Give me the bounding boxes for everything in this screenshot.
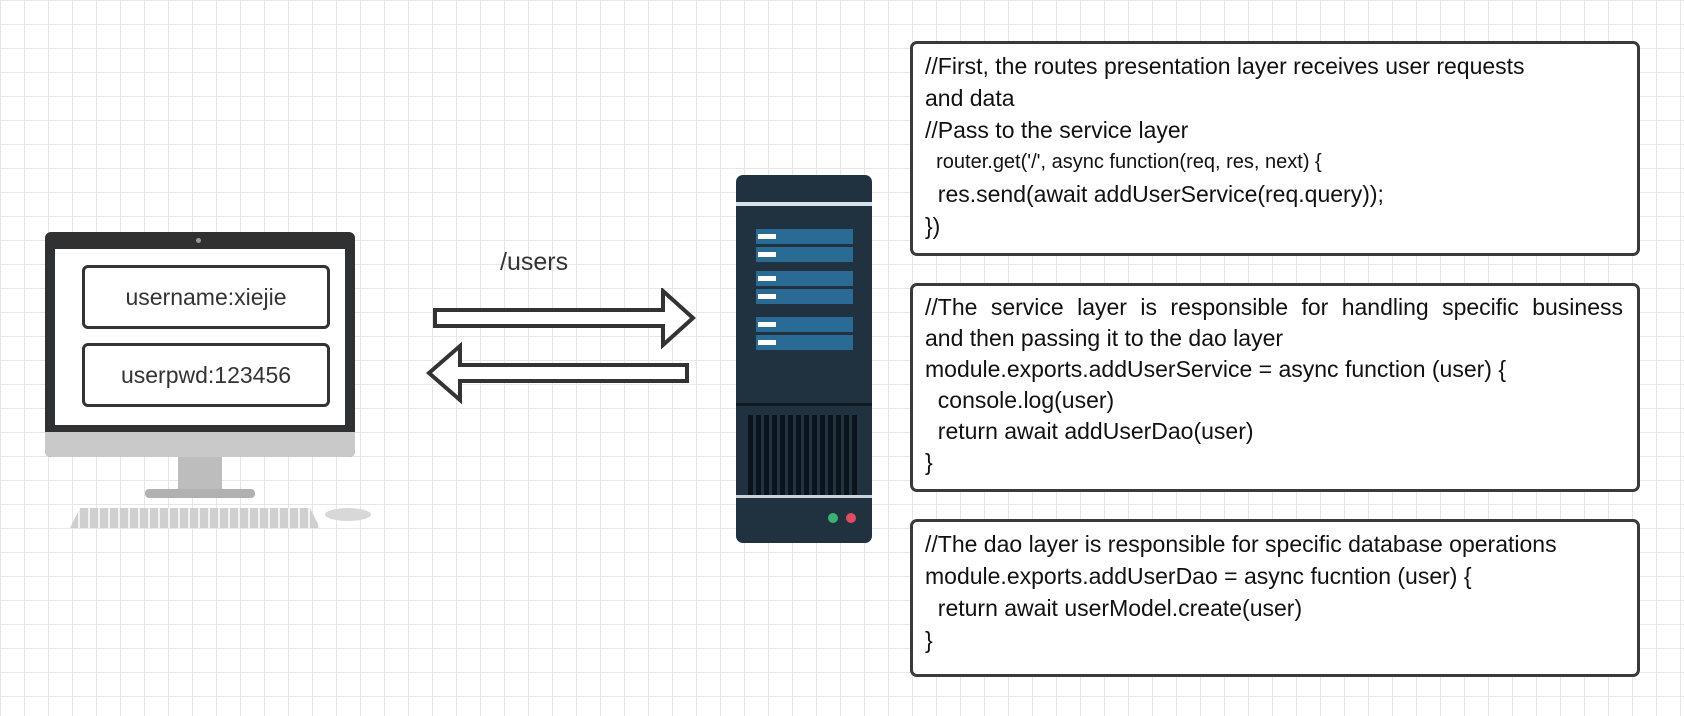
mouse-icon <box>325 508 371 521</box>
request-arrow-icon <box>433 288 696 350</box>
server-drive-bar <box>756 289 853 304</box>
service-layer-box: //The service layer is responsible for h… <box>910 283 1640 492</box>
server-mid-divider <box>736 403 872 406</box>
request-response-arrows <box>425 288 696 405</box>
client-computer: username:xiejie userpwd:123456 <box>45 232 371 528</box>
password-field-text: userpwd:123456 <box>120 361 292 388</box>
code-line: return await userModel.create(user) <box>925 595 1303 621</box>
code-line: router.get('/', async function(req, res,… <box>925 151 1322 173</box>
code-line: and data <box>925 85 1015 111</box>
monitor-stand-base <box>145 489 255 498</box>
server-top-divider <box>736 202 872 206</box>
username-field-text: username:xiejie <box>125 283 287 310</box>
green-led-icon <box>828 513 838 523</box>
code-line: //The dao layer is responsible for speci… <box>925 531 1557 557</box>
server-drive-bar <box>756 271 853 286</box>
code-line: return await addUserDao(user) <box>925 418 1254 444</box>
route-label: /users <box>500 248 569 276</box>
server-drive-bar <box>756 335 853 350</box>
code-line: res.send(await addUserService(req.query)… <box>925 181 1384 207</box>
response-arrow-icon <box>425 341 689 405</box>
password-field: userpwd:123456 <box>82 343 330 407</box>
code-line: } <box>925 449 933 475</box>
dao-layer-box: //The dao layer is responsible for speci… <box>910 519 1640 677</box>
code-line: }) <box>925 213 941 239</box>
username-field: username:xiejie <box>82 265 330 329</box>
routes-layer-box: //First, the routes presentation layer r… <box>910 41 1640 256</box>
server-drive-bar <box>756 229 853 244</box>
server-bottom-divider <box>736 495 872 498</box>
monitor-screen: username:xiejie userpwd:123456 <box>55 249 345 425</box>
server-drive-bar <box>756 317 853 332</box>
code-line: module.exports.addUserService = async fu… <box>925 356 1507 382</box>
code-line: //Pass to the service layer <box>925 117 1189 143</box>
keyboard-icon <box>70 508 320 528</box>
server-vent <box>748 415 860 497</box>
server-icon <box>736 175 872 543</box>
code-line: } <box>925 627 933 653</box>
code-line: console.log(user) <box>925 387 1115 413</box>
red-led-icon <box>846 513 856 523</box>
code-line: and then passing it to the dao layer <box>925 325 1284 351</box>
code-line: module.exports.addUserDao = async fucnti… <box>925 563 1472 589</box>
code-line: //The service layer is responsible for h… <box>925 294 1623 320</box>
code-line: //First, the routes presentation layer r… <box>925 53 1525 79</box>
monitor-camera <box>196 238 201 243</box>
server-drive-bar <box>756 247 853 262</box>
monitor-stand-neck <box>178 457 222 491</box>
monitor-bezel: username:xiejie userpwd:123456 <box>45 232 355 457</box>
monitor-chin <box>45 432 355 457</box>
